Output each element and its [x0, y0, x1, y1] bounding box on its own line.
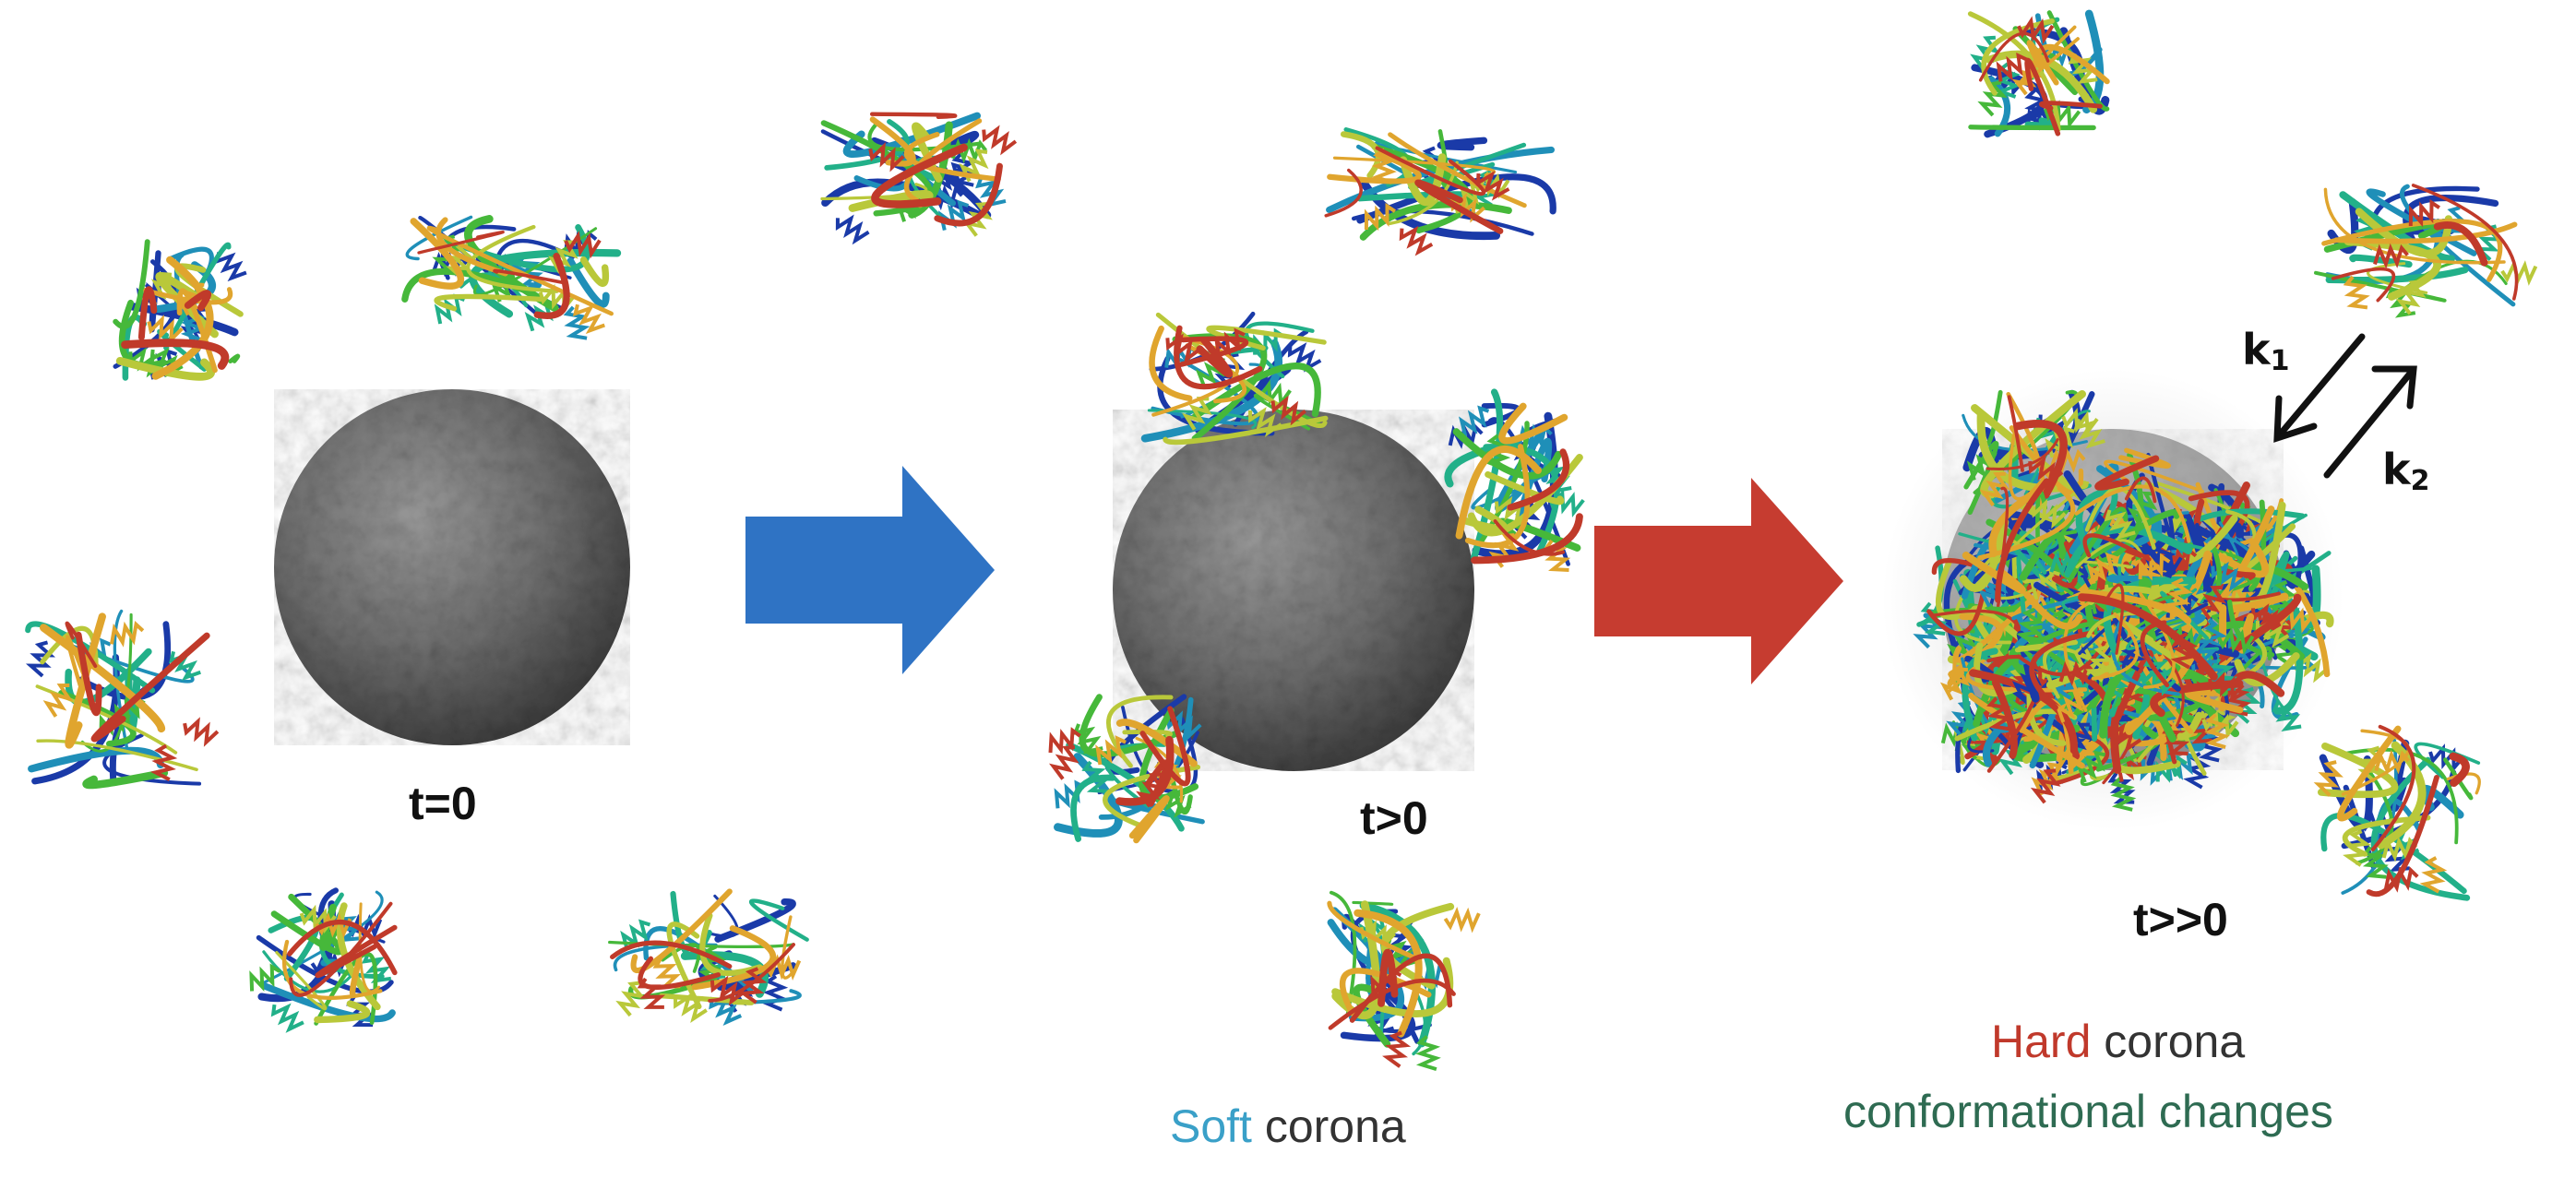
time-label-t0: t=0 — [409, 778, 477, 829]
rate-constant-k1: k1 — [2242, 325, 2290, 377]
process-arrow-icon-red — [1594, 478, 1843, 684]
nanoparticle-t0 — [274, 389, 630, 745]
nanoparticle-t1 — [1113, 410, 1474, 771]
protein-ribbon-icon — [1967, 9, 2110, 138]
conf-prefix: conforma — [1843, 1086, 2036, 1137]
hard-corona-caption: Hard corona — [1991, 1015, 2245, 1068]
protein-ribbon-icon — [1140, 311, 1329, 446]
protein-ribbon-icon — [2078, 575, 2218, 696]
protein-ribbon-icon — [249, 887, 398, 1033]
conformational-changes-caption: conformational changes — [1843, 1085, 2333, 1138]
hard-word: Hard — [1991, 1016, 2092, 1067]
nanoparticle-t2-hard-corona — [1882, 369, 2343, 830]
exchange-arrows-icon — [2273, 333, 2417, 479]
time-label-t2: t>>0 — [2133, 894, 2228, 945]
rate-constant-k2: k2 — [2382, 445, 2430, 497]
hard-caption-rest: corona — [2091, 1016, 2246, 1067]
protein-ribbon-icon — [1444, 388, 1585, 572]
protein-ribbon-icon — [2313, 724, 2481, 901]
protein-ribbon-icon — [25, 609, 220, 790]
soft-word: Soft — [1170, 1100, 1252, 1152]
process-arrow-icon — [745, 466, 995, 674]
time-label-t1: t>0 — [1360, 792, 1428, 844]
protein-ribbon-icon — [820, 112, 1018, 245]
protein-ribbon-icon — [2049, 447, 2205, 585]
protein-ribbon-icon — [608, 888, 809, 1027]
soft-caption-rest: corona — [1251, 1100, 1406, 1152]
protein-ribbon-icon — [401, 215, 622, 340]
protein-ribbon-icon — [1327, 890, 1481, 1072]
protein-ribbon-icon — [1048, 694, 1205, 844]
protein-ribbon-icon — [113, 239, 247, 381]
protein-ribbon-icon — [2314, 184, 2538, 318]
protein-ribbon-icon — [1324, 127, 1556, 256]
soft-corona-caption: Soft corona — [1170, 1100, 1406, 1153]
conf-rest: tional changes — [2035, 1086, 2333, 1137]
